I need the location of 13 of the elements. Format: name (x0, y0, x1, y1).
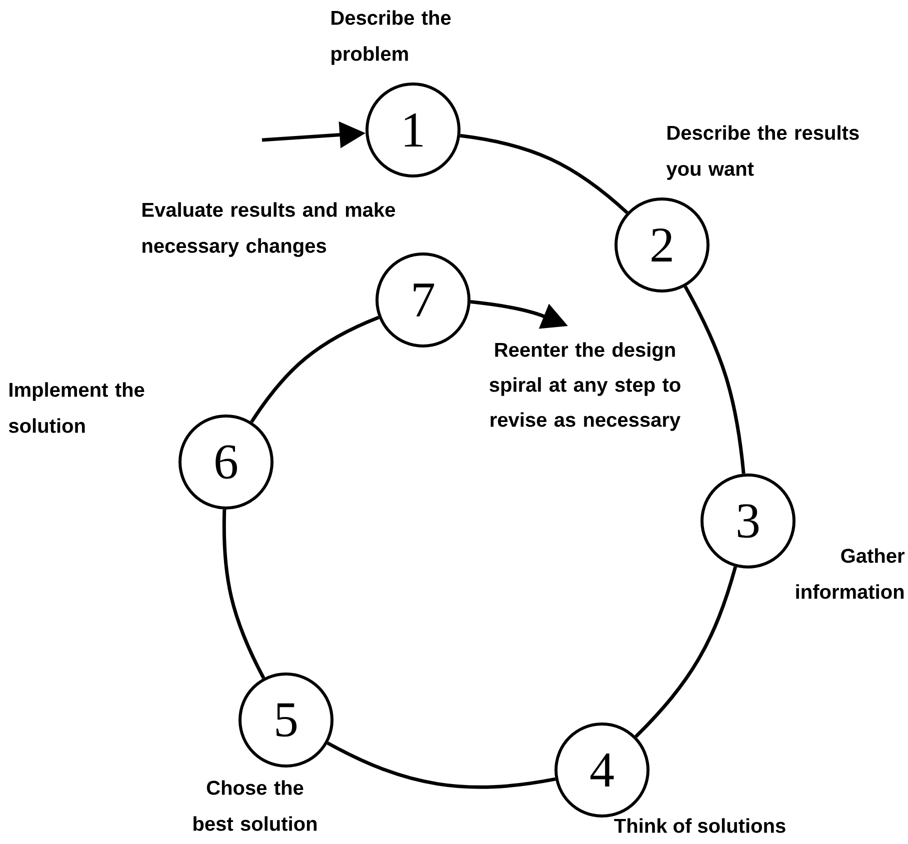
connector-line (634, 566, 738, 738)
step-caption: Implement the solution (8, 382, 144, 433)
connector-line (684, 286, 746, 474)
connector-line (250, 316, 380, 423)
step-caption: Chose the best solution (194, 780, 317, 831)
connector-line (222, 509, 266, 679)
connector-line (460, 134, 628, 214)
step-caption: Think of solutions (614, 818, 786, 833)
step-caption: Gather information (796, 548, 904, 599)
connector-line (326, 741, 556, 789)
step-caption: Describe the results you want (666, 125, 859, 180)
note-text: Reenter the design spiral at any step to revise as necessary (490, 342, 680, 431)
step-caption: Describe the problem (332, 10, 451, 65)
